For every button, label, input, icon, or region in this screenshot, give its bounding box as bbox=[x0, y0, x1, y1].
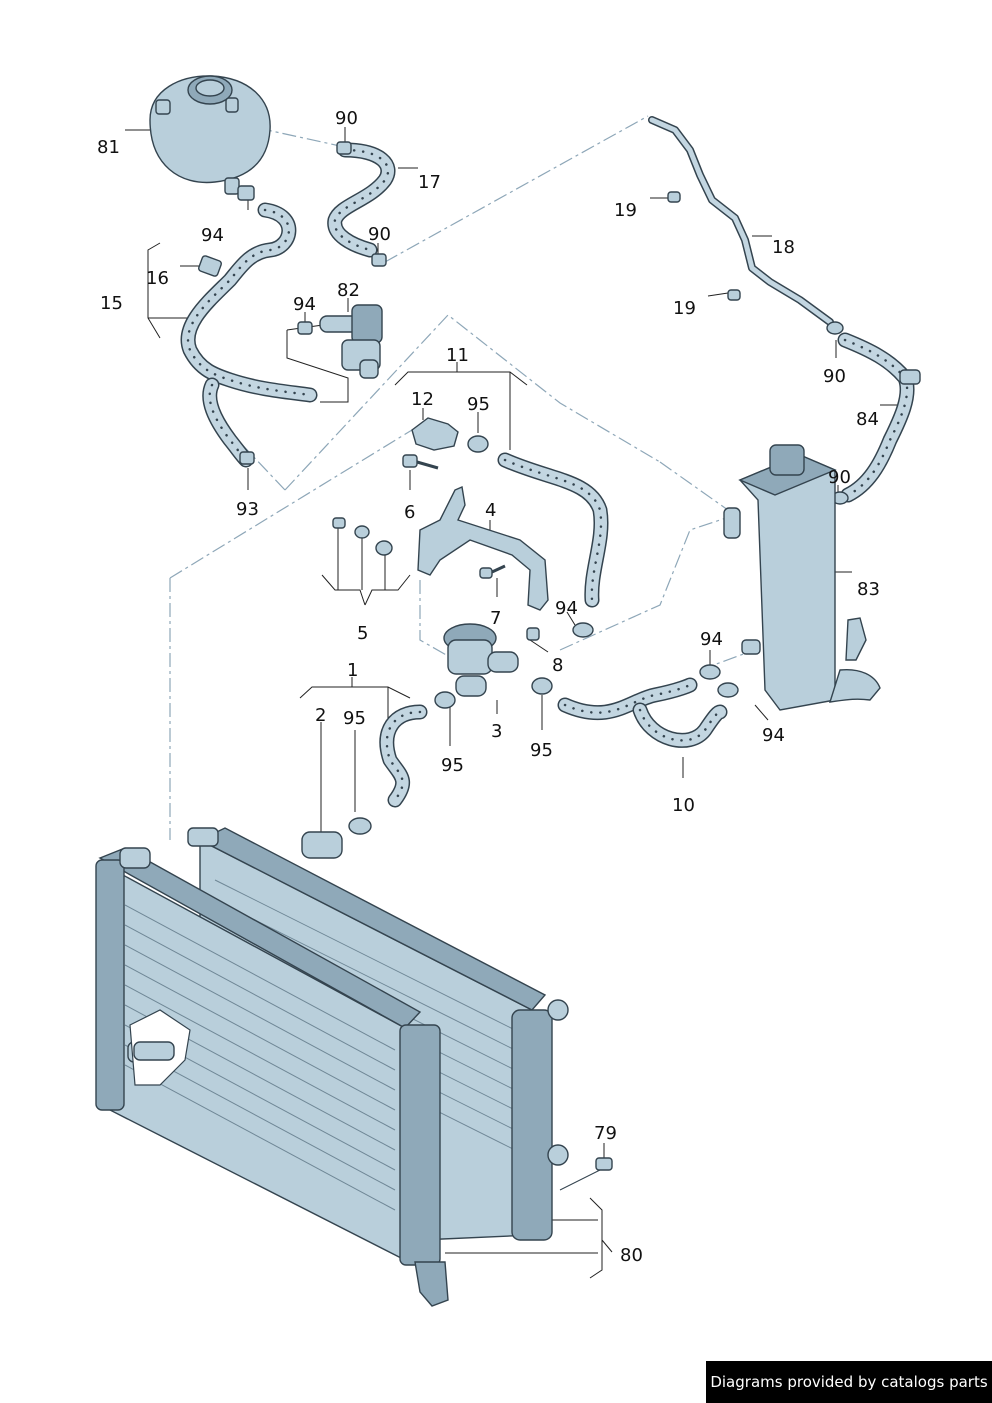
label-6: 6 bbox=[404, 502, 415, 523]
label-94-hose10-lower: 94 bbox=[762, 725, 785, 746]
label-1: 1 bbox=[347, 660, 358, 681]
part-labels: 1 2 3 4 5 6 7 8 10 11 12 15 16 17 18 19 … bbox=[97, 108, 880, 1266]
reference-lines bbox=[169, 115, 761, 1031]
label-19-lower: 19 bbox=[673, 298, 696, 319]
label-8: 8 bbox=[552, 655, 563, 676]
label-11: 11 bbox=[446, 345, 469, 366]
label-90-tank: 90 bbox=[335, 108, 358, 129]
radiator-assembly bbox=[95, 827, 569, 1307]
label-93: 93 bbox=[236, 499, 259, 520]
label-79: 79 bbox=[594, 1123, 617, 1144]
label-17: 17 bbox=[418, 172, 441, 193]
label-10: 10 bbox=[672, 795, 695, 816]
hose-10 bbox=[557, 664, 739, 748]
label-7: 7 bbox=[490, 608, 501, 629]
label-94-pump82: 94 bbox=[293, 294, 316, 315]
label-90-pipe18: 90 bbox=[823, 366, 846, 387]
label-4: 4 bbox=[485, 500, 496, 521]
aux-pump-82 bbox=[319, 304, 383, 379]
label-94-hose10-upper: 94 bbox=[700, 629, 723, 650]
label-81: 81 bbox=[97, 137, 120, 158]
middle-parts bbox=[332, 417, 609, 709]
label-84: 84 bbox=[856, 409, 879, 430]
hose-1 bbox=[301, 704, 428, 859]
label-95-elbow: 95 bbox=[467, 394, 490, 415]
label-94-tank: 94 bbox=[201, 225, 224, 246]
label-19-upper: 19 bbox=[614, 200, 637, 221]
label-90-hose17: 90 bbox=[368, 224, 391, 245]
bolt-79 bbox=[559, 1157, 613, 1191]
front-core-fins bbox=[124, 904, 396, 1211]
label-18: 18 bbox=[772, 237, 795, 258]
expansion-tank bbox=[149, 75, 271, 195]
right-parts bbox=[648, 116, 921, 711]
label-82: 82 bbox=[337, 280, 360, 301]
hoses-left bbox=[180, 141, 396, 468]
label-94-hose11: 94 bbox=[555, 598, 578, 619]
credit-banner: Diagrams provided by catalogs parts bbox=[706, 1361, 992, 1403]
label-16: 16 bbox=[146, 268, 169, 289]
label-12: 12 bbox=[411, 389, 434, 410]
label-80: 80 bbox=[620, 1245, 643, 1266]
label-3: 3 bbox=[491, 721, 502, 742]
label-95-pump-inlet: 95 bbox=[441, 755, 464, 776]
label-5: 5 bbox=[357, 623, 368, 644]
label-95-connector: 95 bbox=[343, 708, 366, 729]
label-2: 2 bbox=[315, 705, 326, 726]
label-83: 83 bbox=[857, 579, 880, 600]
label-15: 15 bbox=[100, 293, 123, 314]
label-95-pump-outlet: 95 bbox=[530, 740, 553, 761]
label-90-cooler: 90 bbox=[828, 467, 851, 488]
